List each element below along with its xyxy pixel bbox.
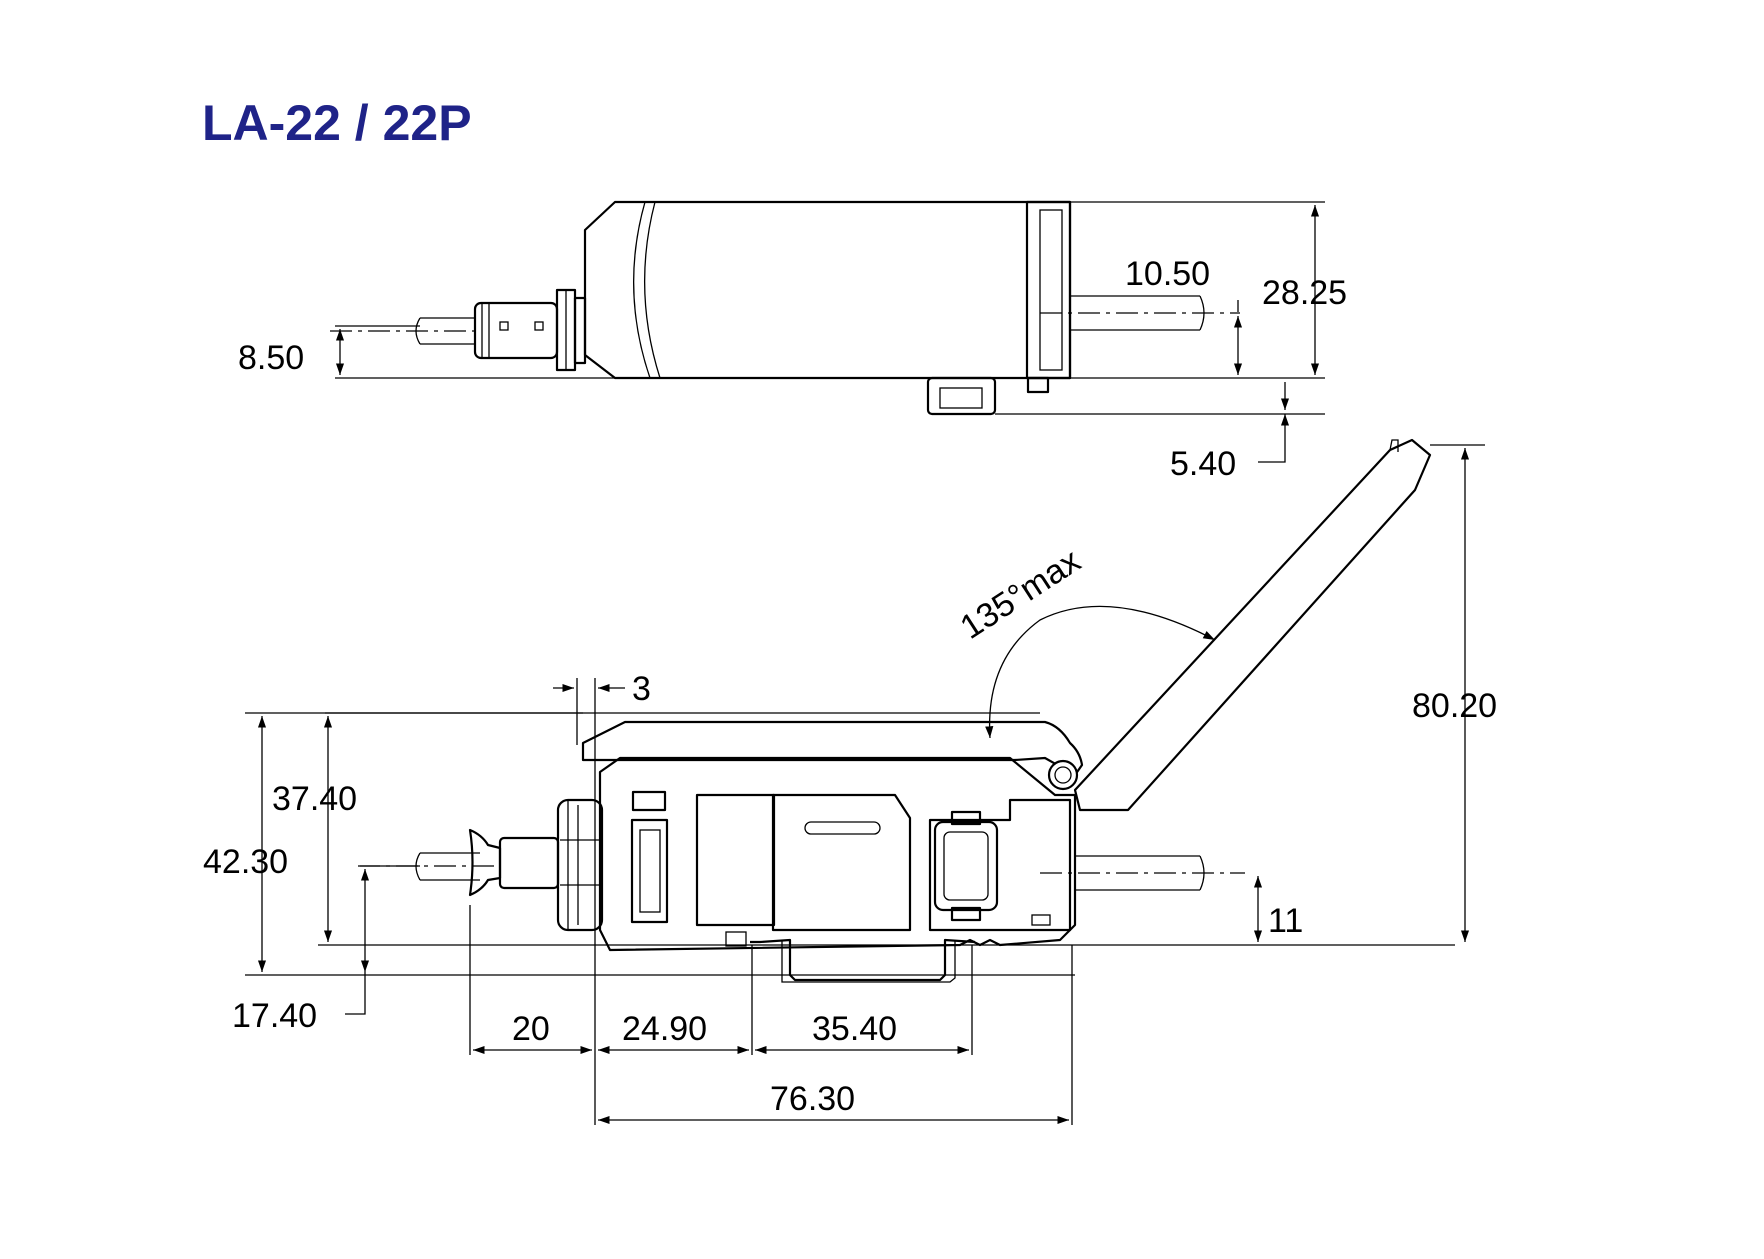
dim-24-90: 24.90 — [622, 1010, 707, 1048]
top-cable-left — [330, 317, 480, 345]
angle-label: 135°max — [954, 542, 1088, 647]
dim-10-50: 10.50 — [1125, 255, 1210, 293]
side-din-rail — [725, 931, 976, 983]
side-cable-right — [1040, 855, 1245, 891]
side-open-lid — [1073, 438, 1432, 812]
dim-8-50: 8.50 — [238, 339, 304, 377]
top-view: 28.25 10.50 8.50 5.40 — [238, 200, 1347, 483]
top-body — [583, 200, 1072, 416]
top-cable-right — [1040, 295, 1240, 331]
dim-28-25: 28.25 — [1262, 274, 1347, 312]
dim-17-40: 17.40 — [232, 997, 317, 1035]
dim-76-30: 76.30 — [770, 1080, 855, 1118]
dim-5-40: 5.40 — [1170, 445, 1236, 483]
dim-3: 3 — [632, 670, 651, 708]
dim-20: 20 — [512, 1010, 550, 1048]
dim-80-20: 80.20 — [1412, 687, 1497, 725]
dim-42-30: 42.30 — [203, 843, 288, 881]
top-plug — [473, 288, 587, 372]
page-title: LA-22 / 22P — [202, 95, 472, 151]
dim-35-40: 35.40 — [812, 1010, 897, 1048]
side-closed-lid — [581, 720, 1084, 777]
dim-37-40: 37.40 — [272, 780, 357, 818]
dim-11: 11 — [1268, 902, 1303, 940]
side-plug-left — [468, 798, 604, 932]
side-body — [598, 756, 1079, 952]
side-view: 3 37.40 42.30 17.40 80.20 11 20 24.90 35… — [203, 438, 1497, 1125]
